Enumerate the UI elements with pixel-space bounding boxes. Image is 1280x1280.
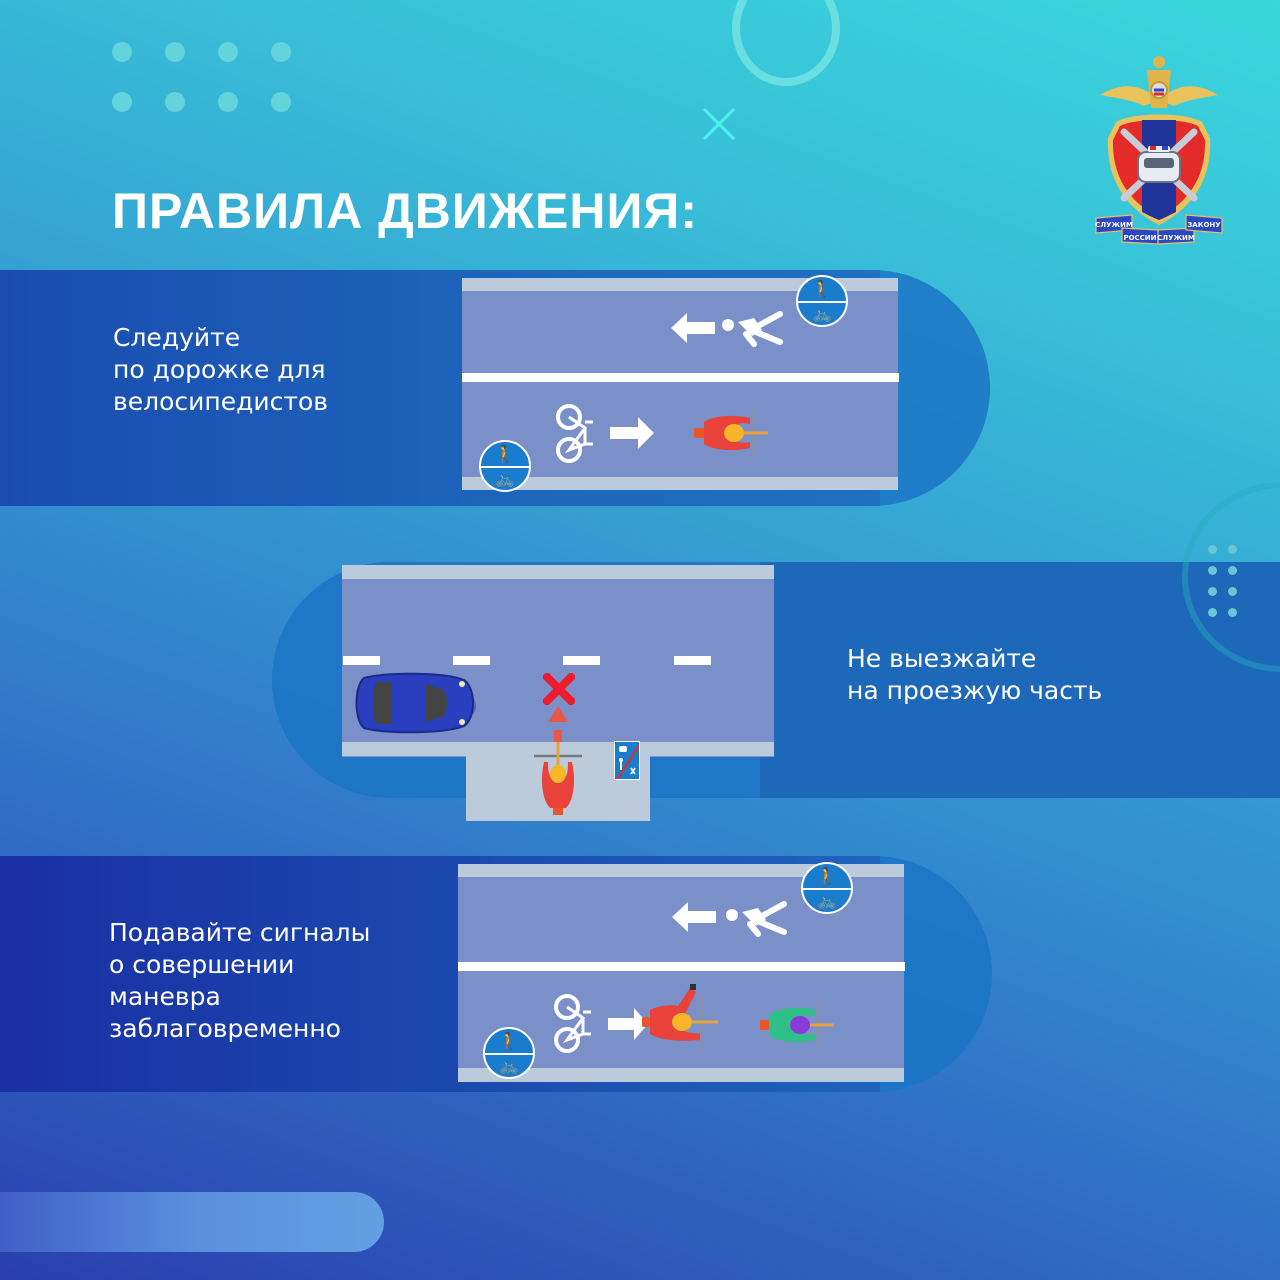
decorative-ring <box>732 0 840 86</box>
svg-text:ЗАКОНУ: ЗАКОНУ <box>1187 221 1221 229</box>
arrow-right-icon <box>610 417 654 449</box>
decorative-pill <box>0 1192 384 1252</box>
walking-pedestrian-icon <box>722 311 783 347</box>
walking-pedestrian-icon <box>726 901 787 937</box>
cyclist-top-view-icon <box>694 410 768 456</box>
rule-3-text: Подавайте сигналы о совершении маневра з… <box>109 918 371 1043</box>
pedestrian-cyclist-sign-icon: 🚶🚲 <box>801 862 853 914</box>
svg-text:СЛУЖИМ: СЛУЖИМ <box>1157 234 1195 242</box>
car-top-view-icon <box>355 672 476 734</box>
page-title: ПРАВИЛА ДВИЖЕНИЯ: <box>112 183 698 239</box>
cyclist-top-view-icon <box>534 742 582 815</box>
police-emblem: СЛУЖИМ РОССИИ СЛУЖИМ ЗАКОНУ <box>1092 40 1226 250</box>
arrow-up-icon <box>548 706 568 742</box>
rule-1-text: Следуйте по дорожке для велосипедистов <box>113 323 328 416</box>
signaling-cyclist-icon <box>642 984 718 1050</box>
bicycle-icon <box>554 994 591 1053</box>
arrow-left-icon <box>672 902 716 932</box>
rule-2-text: Не выезжайте на проезжую часть <box>847 644 1103 705</box>
svg-text:РОССИИ: РОССИИ <box>1123 234 1156 242</box>
pedestrian-cyclist-sign-icon: 🚶🚲 <box>483 1027 535 1079</box>
end-of-residential-zone-sign-icon <box>614 741 640 780</box>
pedestrian-cyclist-sign-icon: 🚶🚲 <box>479 440 531 492</box>
bicycle-icon <box>556 404 593 463</box>
red-cross-icon <box>543 673 575 705</box>
pedestrian-cyclist-sign-icon: 🚶🚲 <box>796 275 848 327</box>
arrow-left-icon <box>671 313 715 343</box>
arrow-right-icon <box>608 1008 648 1040</box>
decorative-cross-icon <box>702 107 736 141</box>
cyclist-top-view-icon <box>760 1000 834 1050</box>
svg-text:СЛУЖИМ: СЛУЖИМ <box>1095 221 1133 229</box>
